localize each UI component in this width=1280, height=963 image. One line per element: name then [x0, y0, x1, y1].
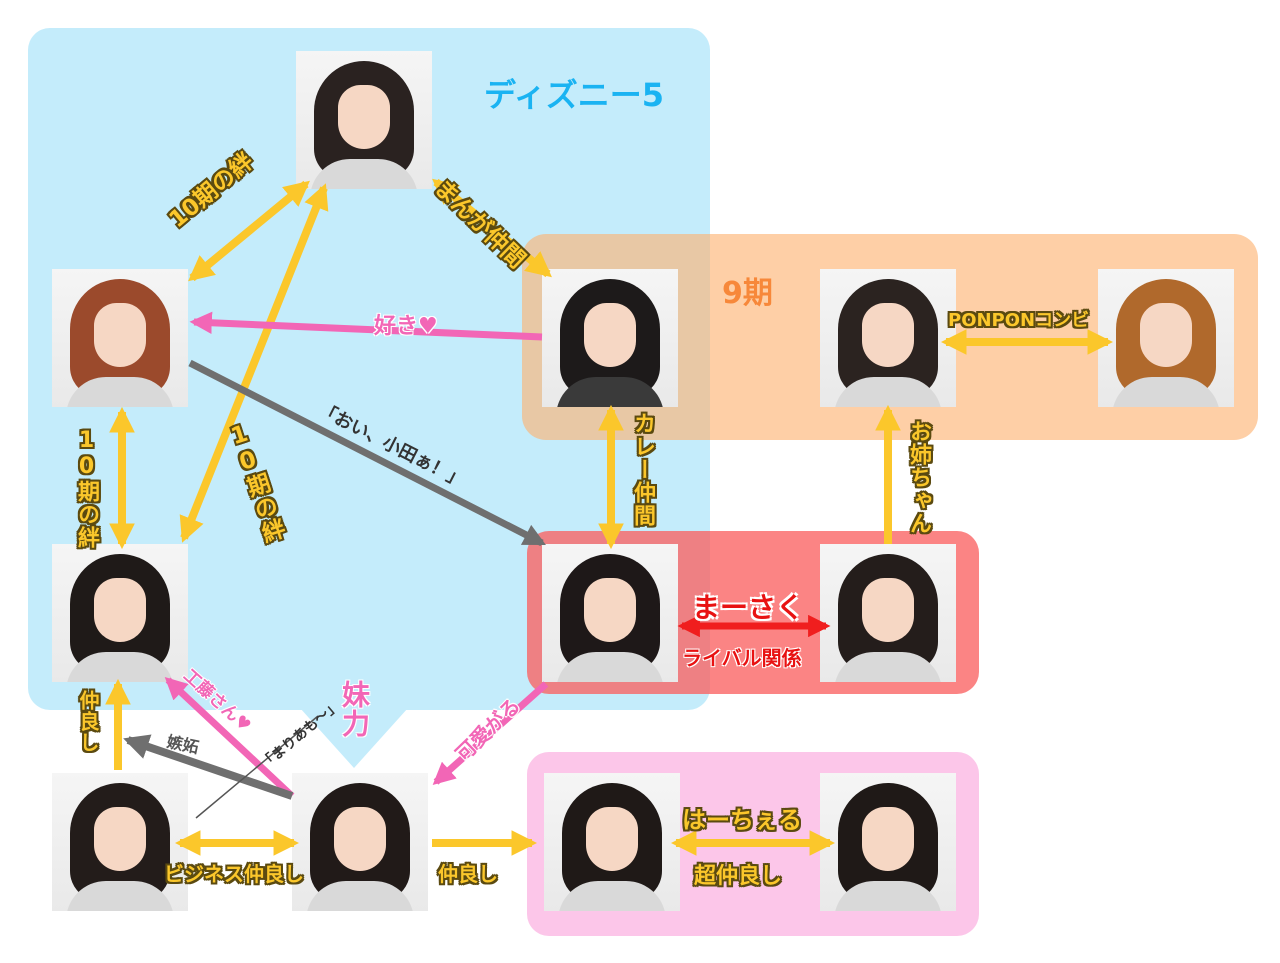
group-title-disney5: ディズニー5 [484, 70, 664, 116]
label-ponpon: PONPONコンビ [948, 306, 1089, 332]
label-masaku: まーさく [692, 586, 804, 626]
label-haachel: はーちぇる [682, 800, 802, 835]
label-imouto: 妹力 [334, 680, 374, 738]
label-suki: 好き♥ [374, 308, 438, 340]
group-title-ki9: 9期 [722, 268, 773, 312]
label-business: ビジネス仲良し [164, 858, 304, 887]
label-nakayoshi-a: 仲良し [74, 690, 103, 753]
label-chou: 超仲良し [694, 858, 782, 890]
label-nakayoshi-b: 仲良し [438, 858, 498, 887]
label-curry: カレー仲間 [626, 412, 658, 527]
label-oneechan: お姉ちゃん [902, 420, 934, 535]
label-kizuna-c: 10期の絆 [70, 428, 102, 549]
label-rival: ライバル関係 [682, 642, 802, 671]
arrow-suki [194, 322, 542, 337]
